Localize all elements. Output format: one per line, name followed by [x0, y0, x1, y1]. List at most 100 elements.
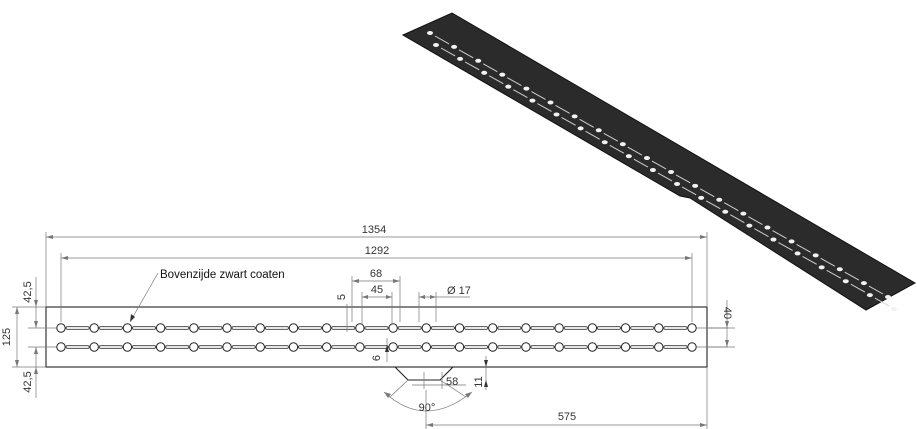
- plate-outline: [45, 306, 708, 368]
- isometric-hole: [716, 197, 723, 202]
- isometric-hole: [523, 86, 530, 91]
- dim-row-offset-40: 40: [721, 307, 733, 319]
- front-hole: [89, 342, 99, 352]
- front-hole: [454, 342, 465, 352]
- isometric-slot: [531, 91, 546, 100]
- isometric-hole: [668, 169, 675, 174]
- front-hole: [488, 342, 498, 352]
- isometric-hole: [770, 237, 777, 242]
- front-hole: [321, 323, 332, 333]
- front-view: [28, 306, 728, 381]
- front-hole: [620, 342, 631, 352]
- dim-notch-depth-11: 11: [473, 376, 485, 387]
- isometric-hole: [740, 211, 747, 216]
- isometric-slot: [464, 61, 480, 71]
- front-slot: [198, 345, 223, 349]
- isometric-hole: [842, 279, 849, 284]
- front-hole: [454, 323, 465, 333]
- front-hole: [421, 342, 432, 352]
- isometric-hole: [794, 251, 801, 256]
- front-slot: [264, 326, 289, 330]
- front-slot: [198, 326, 223, 330]
- front-hole: [56, 323, 66, 333]
- isometric-hole: [595, 128, 602, 133]
- isometric-slot: [513, 89, 528, 99]
- front-slot: [464, 345, 489, 349]
- isometric-slot: [651, 160, 667, 170]
- front-hole: [654, 323, 664, 333]
- isometric-slot: [874, 297, 890, 307]
- isometric-slot: [675, 174, 691, 184]
- front-slot: [298, 345, 323, 349]
- isometric-slot: [754, 228, 769, 237]
- isometric-slot: [627, 146, 643, 156]
- isometric-slot: [778, 242, 793, 251]
- front-slot: [364, 326, 389, 330]
- front-slot: [364, 345, 389, 349]
- isometric-hole: [457, 56, 464, 61]
- front-slot: [596, 345, 621, 349]
- isometric-holes: [427, 31, 897, 311]
- front-hole: [288, 342, 299, 352]
- front-hole: [554, 323, 564, 333]
- isometric-slot: [730, 214, 745, 224]
- front-hole: [355, 323, 365, 333]
- isometric-hole: [866, 293, 873, 298]
- front-slot: [530, 345, 555, 349]
- isometric-hole: [891, 307, 897, 311]
- isometric-hole: [529, 98, 536, 103]
- front-slot: [65, 345, 90, 349]
- isometric-hole: [674, 181, 681, 186]
- isometric-slot: [482, 63, 498, 73]
- front-slot: [98, 326, 123, 330]
- front-hole: [122, 323, 133, 333]
- front-holes: [56, 323, 697, 352]
- isometric-slot: [796, 243, 811, 253]
- dim-notch-position-575: 575: [558, 411, 576, 423]
- isometric-slot: [826, 269, 842, 279]
- isometric-hole: [499, 72, 506, 77]
- dim-edge-top: 42,5: [22, 281, 34, 302]
- front-slot: [132, 345, 157, 349]
- isometric-hole: [722, 209, 729, 214]
- dim-angle-90: 90°: [419, 402, 436, 414]
- annotation-coating: Bovenzijde zwart coaten: [160, 269, 285, 281]
- isometric-hole: [860, 281, 867, 286]
- isometric-slot: [844, 271, 860, 281]
- front-slot: [65, 326, 90, 330]
- isometric-slot: [609, 144, 625, 154]
- front-hole: [89, 323, 99, 333]
- front-hole: [687, 342, 697, 352]
- isometric-slot: [440, 47, 456, 57]
- front-hole: [388, 342, 398, 352]
- isometric-hole: [601, 140, 608, 145]
- front-hole: [189, 342, 199, 352]
- front-hole: [521, 323, 531, 333]
- isometric-slot: [681, 186, 697, 196]
- front-slot: [596, 326, 621, 330]
- isometric-hole: [625, 154, 632, 159]
- front-hole: [687, 323, 697, 333]
- front-hole: [587, 323, 598, 333]
- isometric-slot: [699, 188, 715, 198]
- isometric-hole: [481, 70, 488, 75]
- front-slot: [165, 345, 190, 349]
- isometric-hole: [885, 295, 891, 299]
- isometric-hole: [505, 84, 512, 89]
- front-slot: [530, 326, 555, 330]
- isometric-view: [401, 12, 917, 311]
- isometric-hole: [433, 43, 439, 47]
- front-slot: [331, 345, 356, 349]
- isometric-hole: [577, 126, 584, 131]
- isometric-slot: [724, 202, 739, 212]
- front-hole: [587, 342, 598, 352]
- front-hole: [355, 342, 365, 352]
- isometric-slot: [868, 285, 884, 295]
- isometric-hole: [746, 223, 753, 228]
- front-slot: [231, 326, 256, 330]
- front-hole: [554, 342, 564, 352]
- front-slot: [430, 345, 455, 349]
- front-slot: [430, 326, 455, 330]
- dim-slot-45: 45: [371, 284, 383, 296]
